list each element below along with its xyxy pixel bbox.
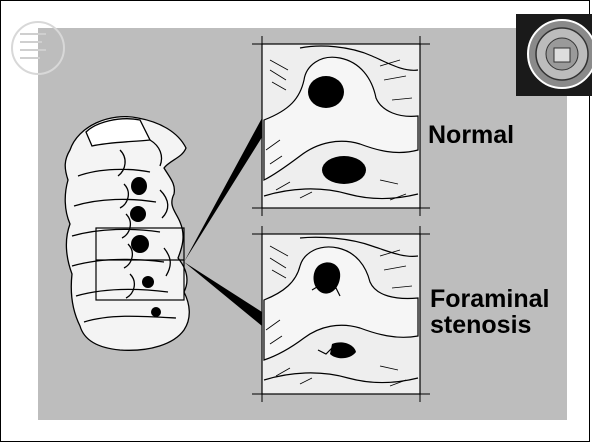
label-stenosis-line1: Foraminal [430, 286, 549, 312]
zoom-callout-lines [184, 118, 264, 326]
label-normal: Normal [428, 122, 514, 148]
label-stenosis-line2: stenosis [430, 312, 549, 338]
label-foraminal-stenosis: Foraminal stenosis [430, 286, 549, 339]
cervical-spine-drawing [65, 117, 189, 351]
stenosis-panel-drawing [252, 226, 430, 402]
normal-panel-drawing [252, 36, 430, 216]
